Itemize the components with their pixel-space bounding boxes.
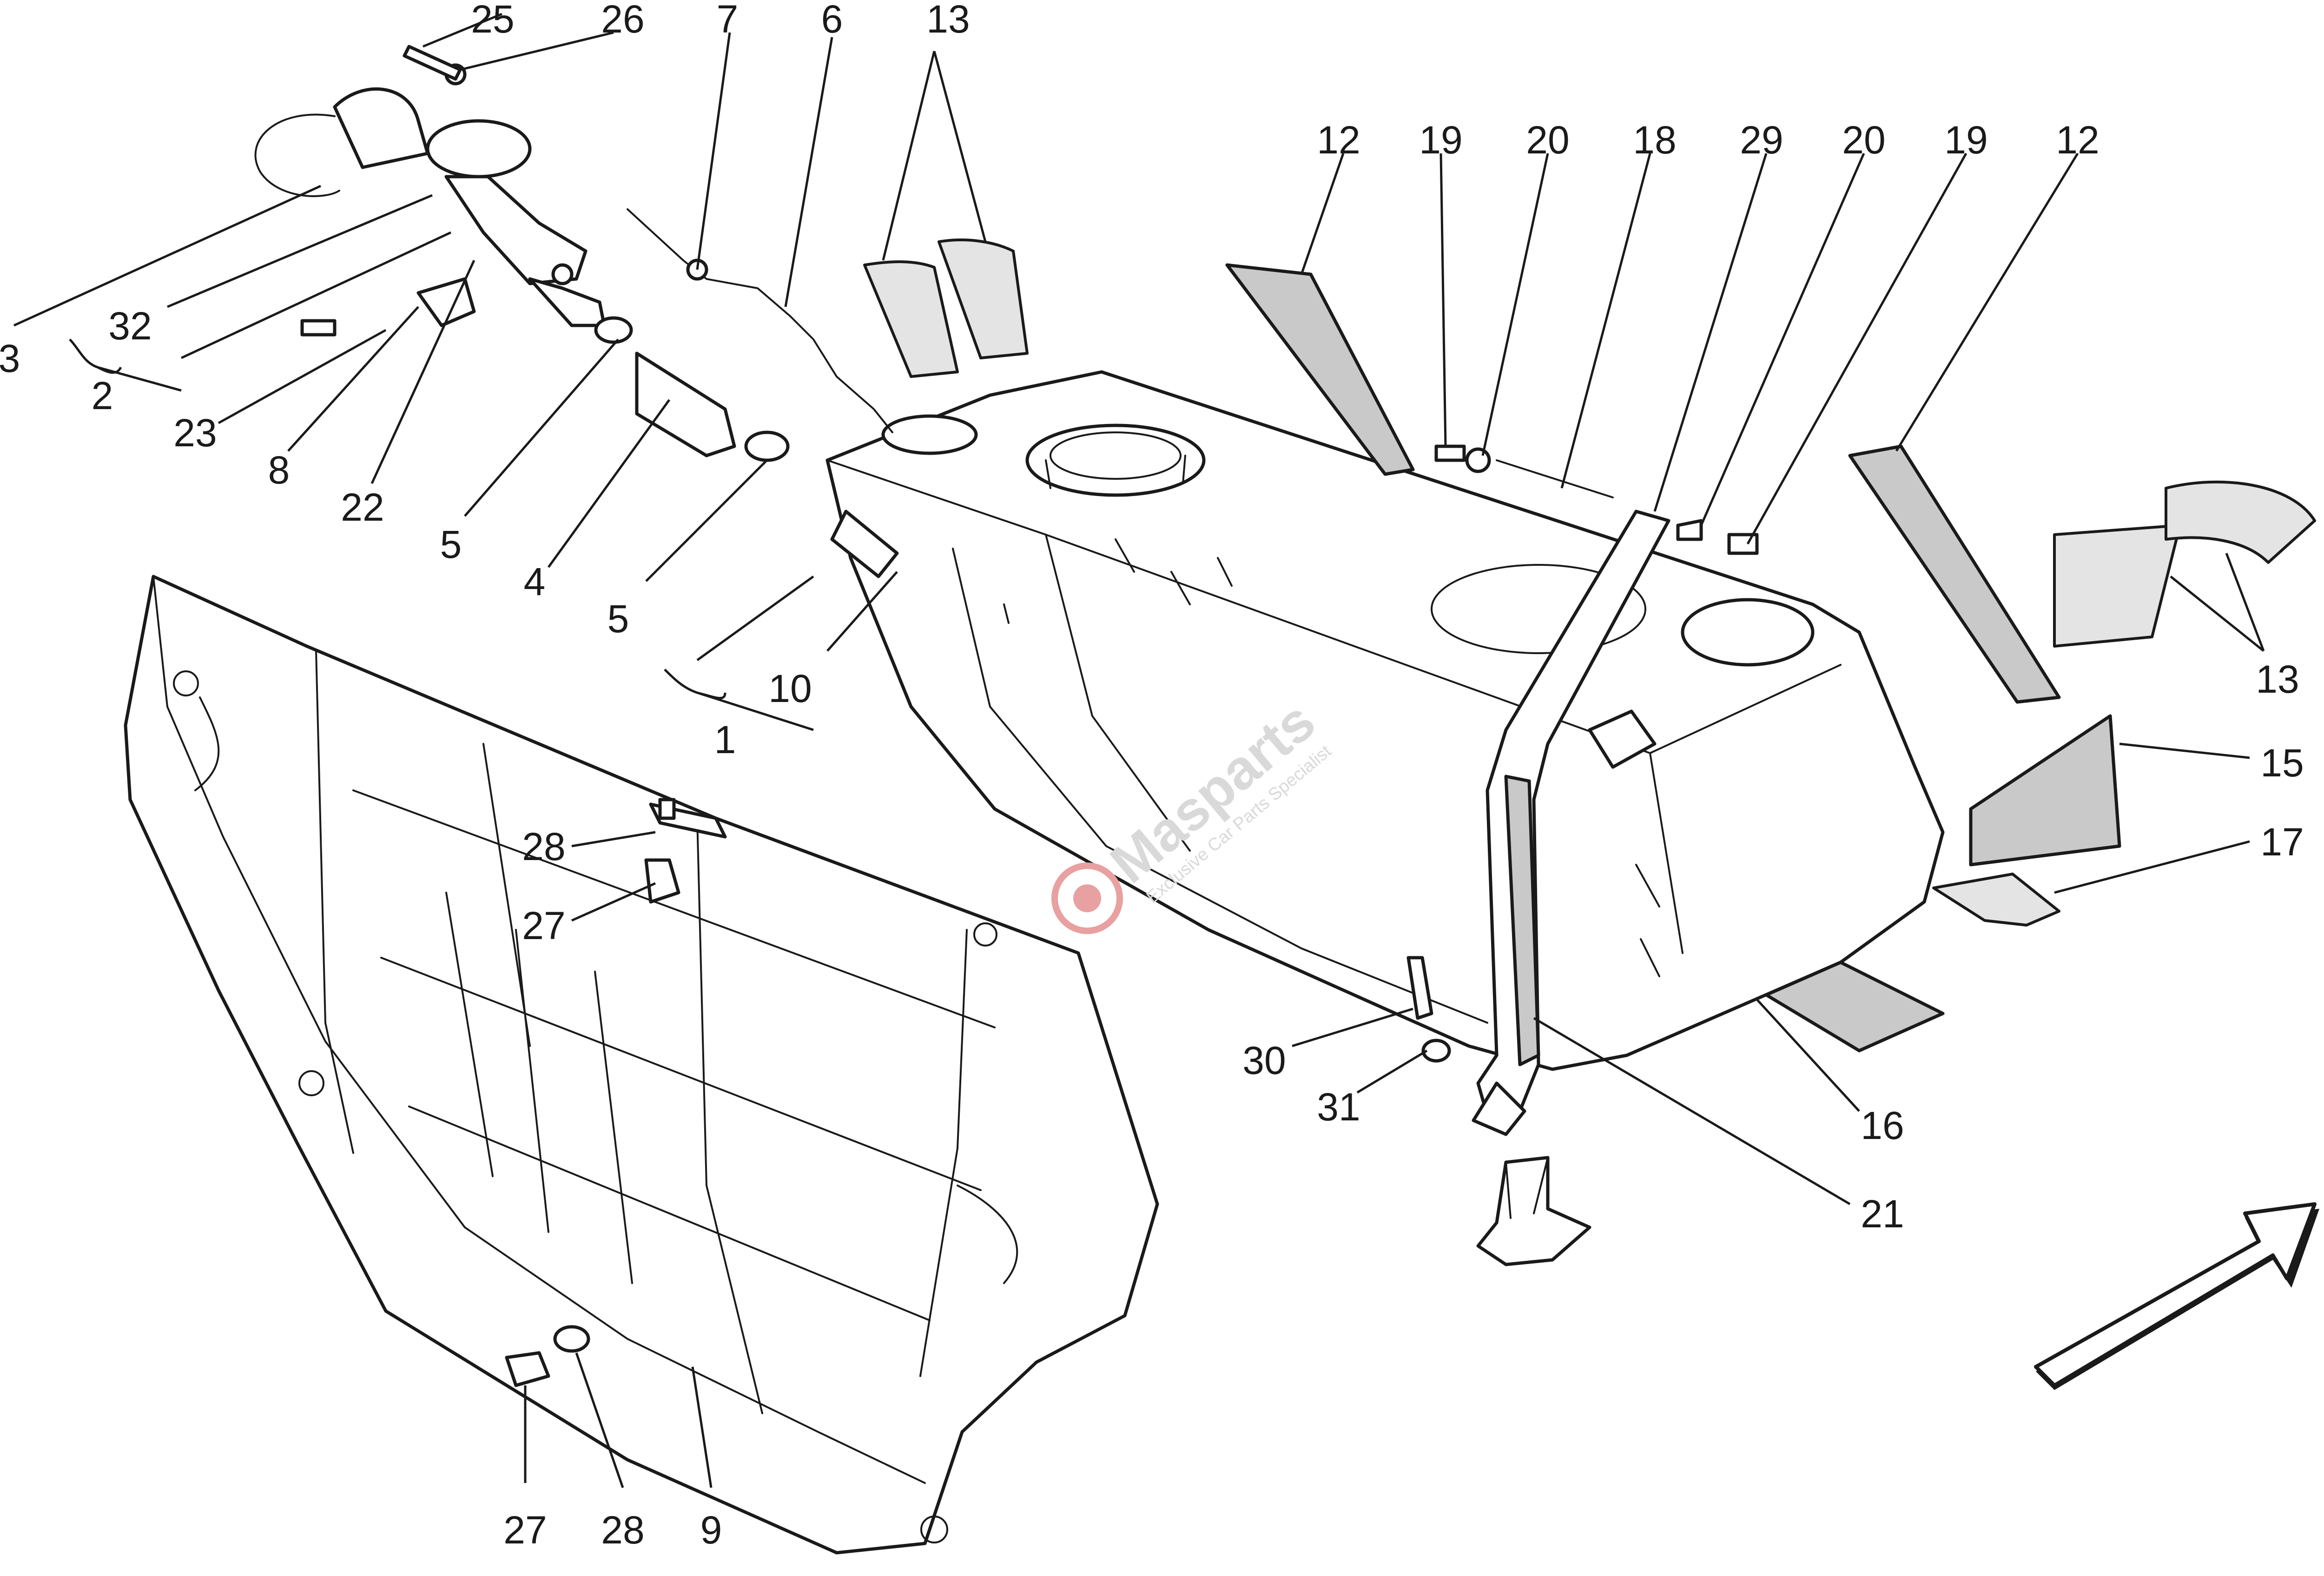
callout-20-right: 20: [1842, 118, 1885, 162]
callout-29: 29: [1740, 118, 1783, 162]
callout-18: 18: [1633, 118, 1676, 162]
group-bracket-1: [664, 669, 814, 731]
callout-8: 8: [268, 448, 290, 492]
callout-19-left: 19: [1419, 118, 1462, 162]
insulation-pads: [863, 238, 2316, 1053]
callout-32: 32: [108, 304, 152, 348]
callout-28-top: 28: [522, 825, 565, 868]
callout-27-top: 27: [522, 904, 565, 947]
callout-6: 6: [821, 0, 843, 41]
callout-1: 1: [714, 718, 736, 762]
underbody-shield: [124, 575, 1159, 1555]
callout-5-top: 5: [440, 523, 462, 566]
callout-31: 31: [1317, 1085, 1360, 1129]
callout-22: 22: [341, 485, 384, 529]
callout-labels: 25 26 7 6 13 12 19 20 18 29 20 19 12 13 …: [0, 0, 2304, 1552]
callout-5-bottom: 5: [607, 597, 629, 641]
callout-17: 17: [2260, 820, 2304, 864]
tank-strap: [1472, 510, 1670, 1136]
callout-20-left: 20: [1526, 118, 1569, 162]
leader-lines: [13, 13, 2265, 1488]
callout-2: 2: [92, 374, 113, 417]
callout-27-bottom: 27: [503, 1508, 547, 1552]
callout-16: 16: [1861, 1104, 1904, 1147]
callout-12-left: 12: [1317, 118, 1360, 162]
callout-30: 30: [1242, 1039, 1286, 1082]
tank-mount-bracket: [1476, 1156, 1591, 1266]
group-bracket-2: [69, 338, 182, 392]
callout-15: 15: [2260, 741, 2304, 785]
callout-13-top: 13: [926, 0, 970, 41]
callout-10: 10: [768, 667, 812, 710]
filler-neck-assembly: [254, 45, 899, 578]
callout-28-bottom: 28: [601, 1508, 644, 1552]
callout-13-right: 13: [2256, 657, 2299, 701]
fasteners: [300, 319, 1759, 1387]
callout-12-right: 12: [2056, 118, 2099, 162]
callout-25: 25: [471, 0, 514, 41]
arrow-up-right-icon: [2034, 1202, 2319, 1390]
callout-3: 3: [0, 337, 20, 380]
callout-26: 26: [601, 0, 644, 41]
callout-21: 21: [1861, 1192, 1904, 1236]
callout-23: 23: [173, 411, 217, 455]
fuel-tank: [825, 370, 1945, 1071]
callout-9: 9: [700, 1508, 722, 1552]
callout-4: 4: [524, 560, 546, 603]
callout-7: 7: [717, 0, 739, 41]
callout-19-right: 19: [1944, 118, 1987, 162]
